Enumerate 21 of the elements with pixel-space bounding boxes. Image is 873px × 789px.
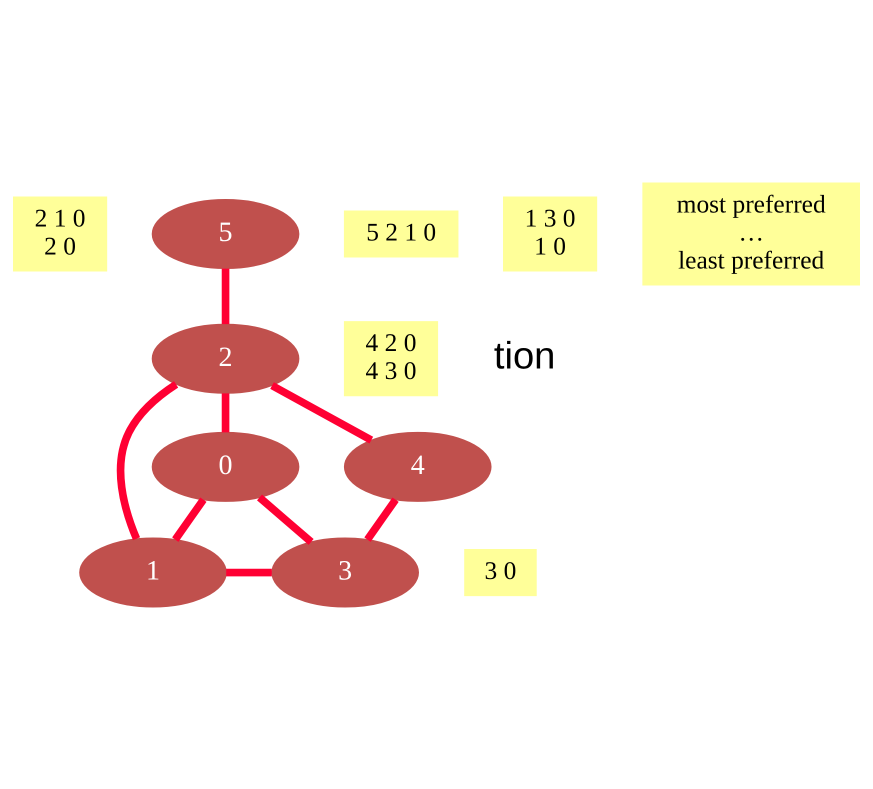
connector (257, 494, 314, 544)
connector (222, 392, 230, 432)
node-box: 3 0 (464, 548, 537, 596)
connector (270, 382, 374, 443)
node-ellipse: 3 (271, 537, 419, 608)
node-ellipse: 4 (344, 431, 492, 502)
node-box: 4 2 0 4 3 0 (344, 320, 438, 396)
node-box: 1 3 0 1 0 (503, 196, 598, 272)
connector (116, 380, 178, 540)
node-ellipse: 2 (152, 323, 300, 394)
connector (172, 496, 206, 542)
node-box: most preferred … least preferred (642, 182, 860, 286)
node-box: 2 1 0 2 0 (13, 196, 108, 272)
connector (226, 568, 272, 576)
node-ellipse: 5 (152, 198, 300, 268)
connector (222, 268, 230, 324)
node-ellipse: 0 (152, 431, 300, 502)
node-ellipse: 1 (79, 537, 227, 608)
connector (364, 496, 399, 542)
label: tion (494, 334, 556, 377)
node-box: 5 2 1 0 (344, 210, 458, 258)
